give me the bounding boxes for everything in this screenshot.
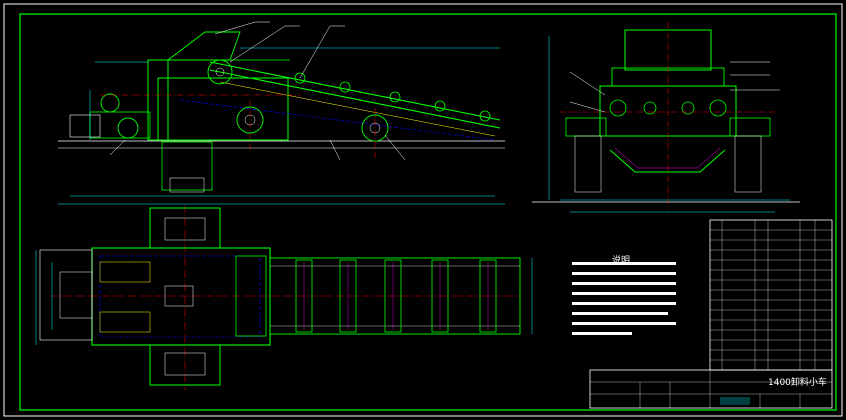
technical-notes [572,262,676,335]
title-block [589,369,833,409]
side-elevation-view [58,21,505,205]
plan-view [35,205,533,390]
drawing-frame [3,3,843,417]
end-elevation-view [532,22,800,213]
parts-list [709,219,833,371]
notes-heading: 说明 [612,256,631,266]
drawing-title: 1400卸料小车 [768,378,827,388]
